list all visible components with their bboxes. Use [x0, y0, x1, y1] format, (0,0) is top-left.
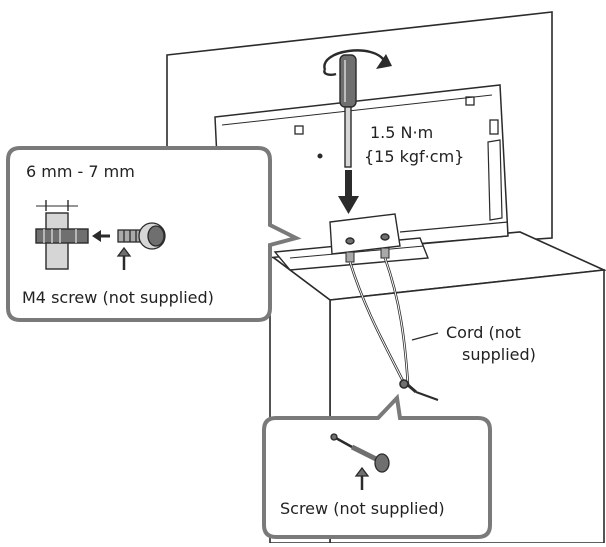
torque-alt-label: {15 kgf·cm} [364, 147, 464, 166]
thickness-label: 6 mm - 7 mm [26, 162, 135, 181]
cord-label-line2: supplied) [462, 345, 536, 364]
torque-value-label: 1.5 N·m [370, 123, 433, 142]
m4-screw-label: M4 screw (not supplied) [22, 288, 214, 307]
stand-screw-hole-right [381, 234, 389, 240]
screw-callout: Screw (not supplied) [264, 398, 490, 537]
stand-clip-right [381, 248, 389, 258]
thickness-callout: 6 mm - 7 mm M4 screw (not supplied) [8, 148, 296, 320]
mount-hole-mid [318, 154, 322, 158]
stand-screw-hole-left [346, 238, 354, 244]
cord-label-line1: Cord (not [446, 323, 521, 342]
screw-label: Screw (not supplied) [280, 499, 445, 518]
stand-clip-left [346, 252, 354, 262]
